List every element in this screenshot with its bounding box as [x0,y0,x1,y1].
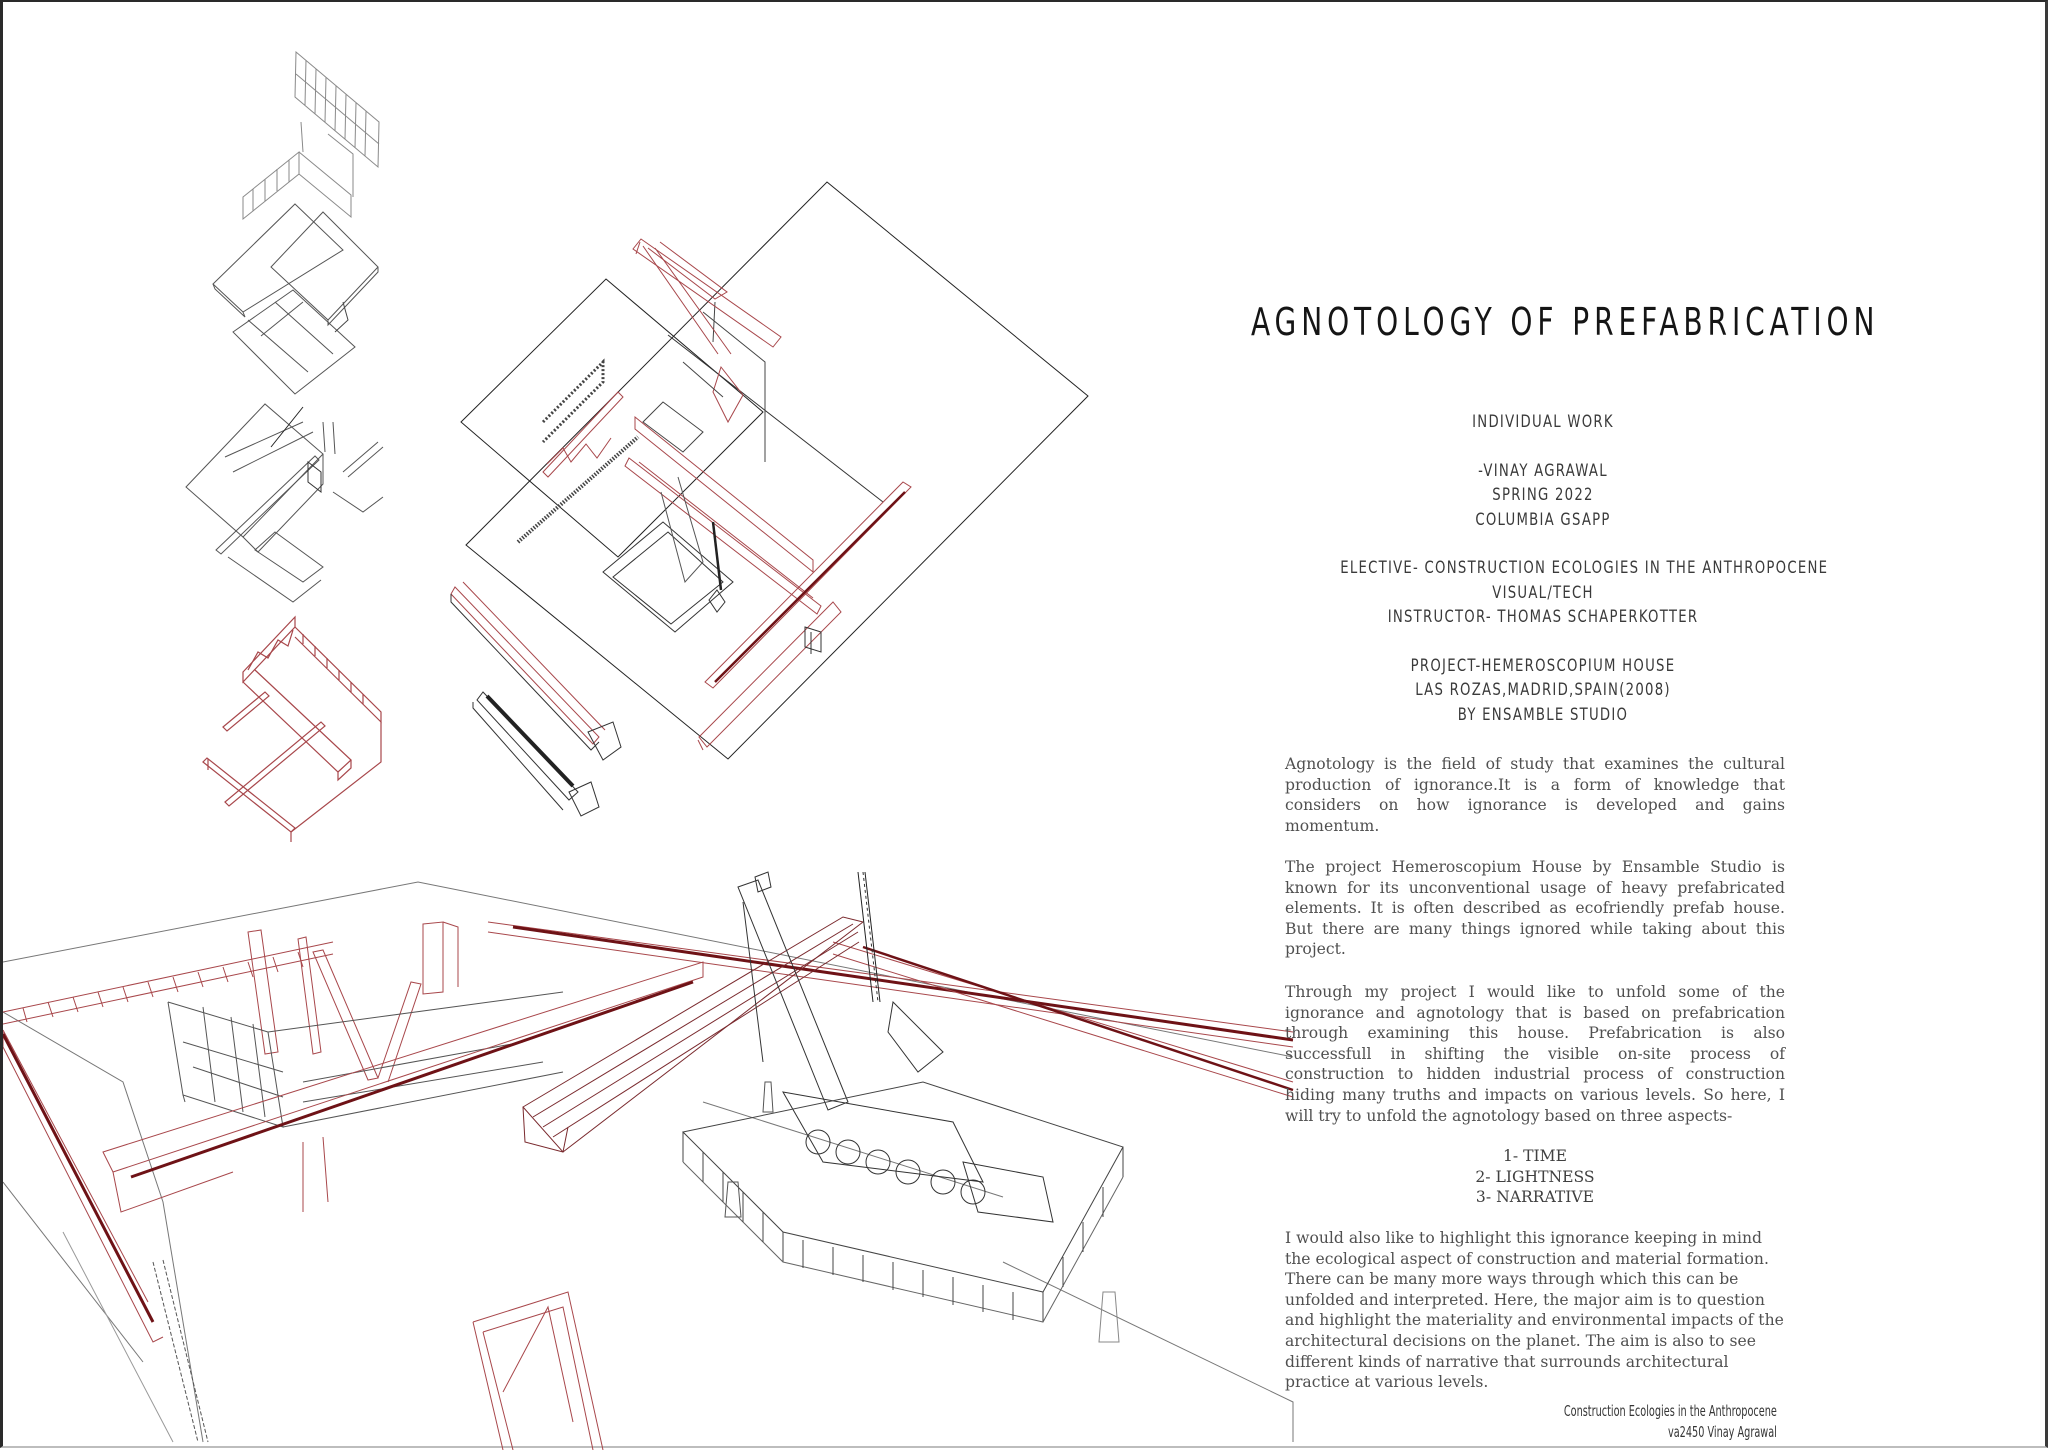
roof-slab-layer [212,203,379,395]
project-architect: BY ENSAMBLE STUDIO [1457,704,1629,725]
site-assembly-plan [450,181,1089,817]
aspect-item: 3- NARRATIVE [1475,1188,1595,1207]
term: SPRING 2022 [1492,485,1594,505]
paragraph-definition: Agnotology is the field of study that ex… [1285,755,1785,835]
footer-author: va2450 Vinay Agrawal [1668,1423,1777,1441]
category: VISUAL/TECH [1492,582,1594,603]
footer-credit: Construction Ecologies in the Anthropoce… [1481,1401,1777,1443]
school: COLUMBIA GSAPP [1475,509,1611,530]
interior-structure-layer [185,403,384,603]
aspect-item: 2- LIGHTNESS [1475,1167,1595,1186]
project-name: PROJECT-HEMEROSCOPIUM HOUSE [1410,655,1676,676]
crane-lifting-beam-perspective [3,871,1294,1450]
trucks [450,581,622,817]
instructor: INSTRUCTOR- THOMAS SCHAPERKOTTER [1387,607,1699,627]
poster-title: AGNOTOLOGY OF PREFABRICATION [1251,300,1880,344]
paragraph-aim: I would also like to highlight this igno… [1285,1229,1784,1392]
elective: ELECTIVE- CONSTRUCTION ECOLOGIES IN THE … [1340,558,1829,578]
red-beam-frame-layer [202,615,382,842]
paragraph-intent: Through my project I would like to unfol… [1285,983,1785,1125]
credits-block: INDIVIDUAL WORK -VINAY AGRAWAL SPRING 20… [1283,410,1829,727]
aspect-item: 1- TIME [1502,1147,1568,1165]
paragraph-project: The project Hemeroscopium House by Ensam… [1285,858,1785,959]
work-type: INDIVIDUAL WORK [1472,412,1614,432]
footer-course: Construction Ecologies in the Anthropoce… [1563,1402,1777,1420]
drawings-canvas [3,50,1294,1450]
project-location: LAS ROZAS,MADRID,SPAIN(2008) [1415,680,1671,700]
facade-grid-layer [242,50,380,221]
author-name: -VINAY AGRAWAL [1478,460,1608,481]
aspects-list: 1- TIME 2- LIGHTNESS 3- NARRATIVE [1285,1146,1785,1208]
